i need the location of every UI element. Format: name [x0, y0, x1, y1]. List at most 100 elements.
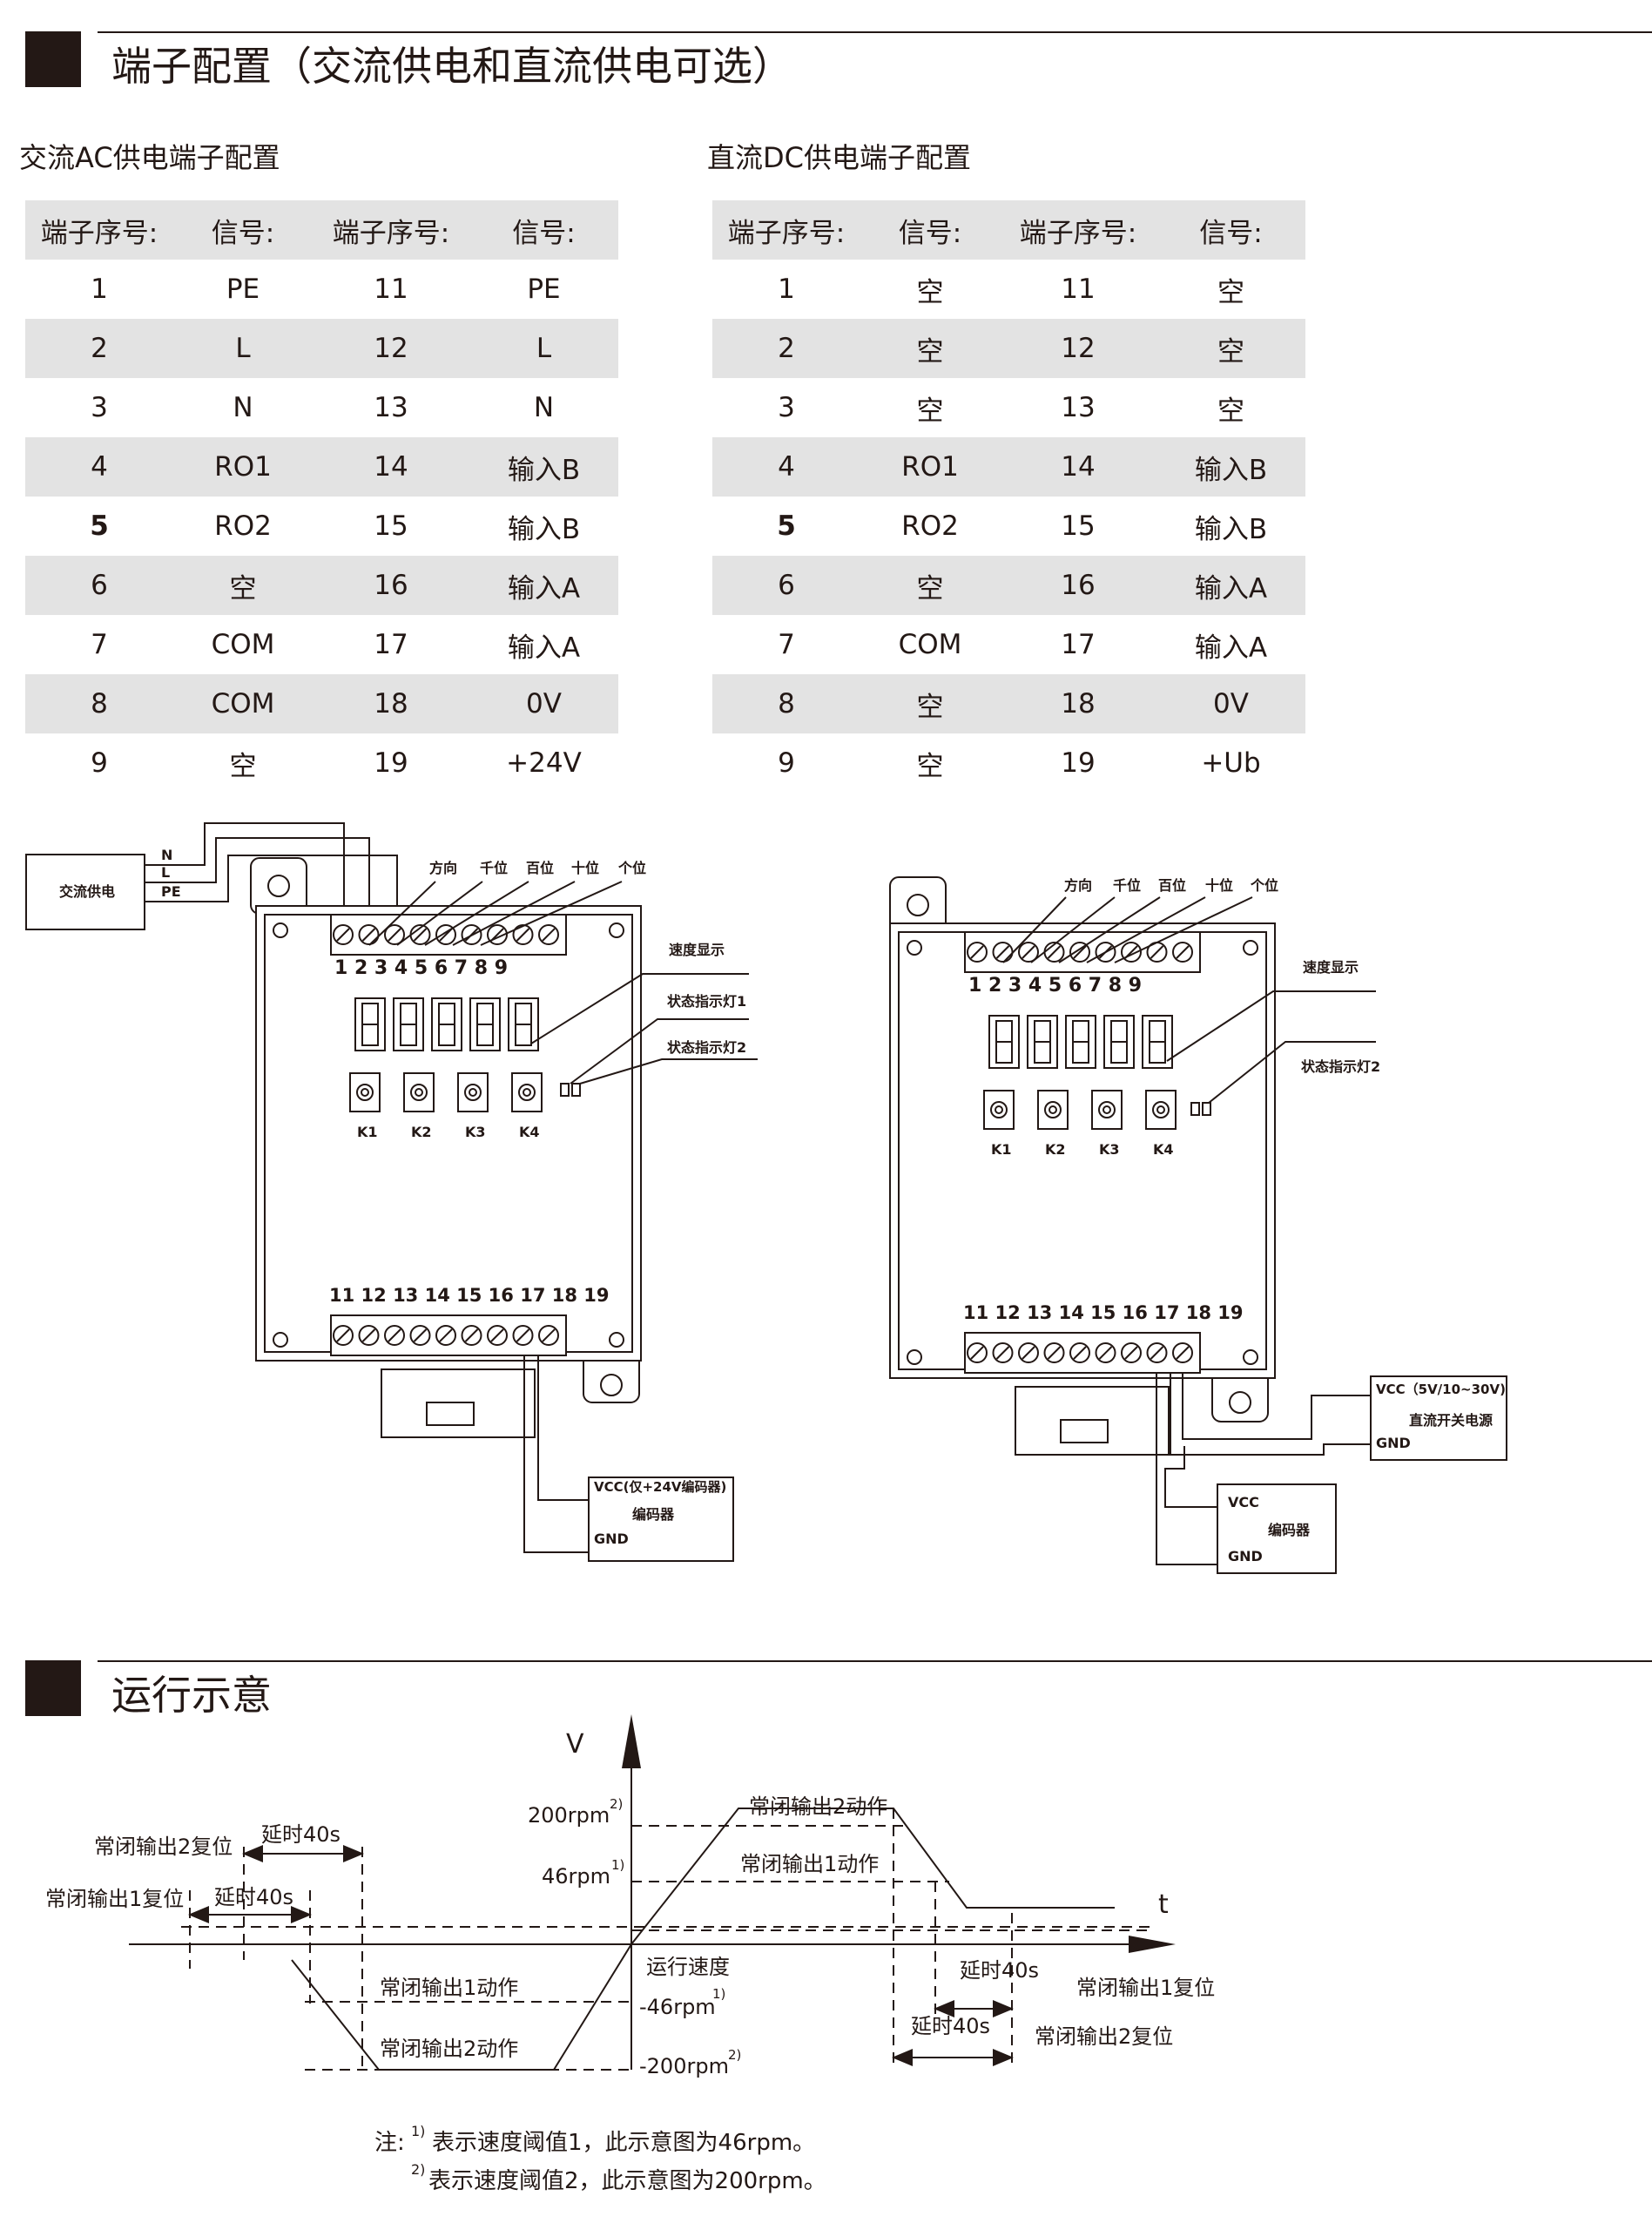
delay-label: 延时40s	[261, 1822, 341, 1847]
run-speed-label: 运行速度	[646, 1955, 730, 1979]
table-header-cell: 信号:	[173, 200, 313, 260]
table-cell: 0V	[1156, 674, 1305, 733]
push-key	[349, 1072, 381, 1112]
table-cell: 7	[778, 629, 795, 660]
section-rule	[98, 31, 1652, 33]
table-cell: RO2	[901, 510, 959, 542]
dc-encoder-name: 编码器	[1268, 1522, 1311, 1538]
seven-segment-digit	[1065, 1015, 1096, 1069]
ac-speed-display-label: 速度显示	[669, 942, 725, 958]
push-key	[511, 1072, 543, 1112]
ac-led2-label: 状态指示灯2	[667, 1039, 746, 1056]
table-header-cell: 信号:	[469, 200, 618, 260]
table-cell: 空	[1217, 276, 1244, 308]
table-cell: 输入B	[469, 437, 618, 497]
table-cell: 2	[712, 319, 860, 378]
table-cell: 17	[1061, 629, 1096, 660]
table-cell: 9	[778, 747, 795, 779]
ac-supply-box	[25, 854, 145, 930]
seven-segment-digit	[1027, 1015, 1058, 1069]
axis-t-label: t	[1158, 1889, 1169, 1920]
table-cell: 2	[25, 319, 173, 378]
table-header-cell: 端子序号:	[712, 200, 860, 260]
dc-key-label: K4	[1153, 1141, 1174, 1158]
ac-diagram-labels: 交流供电 N L PE 方向 千位 百位 十位 个位 1 2 3 4 5 6 7…	[59, 847, 746, 1547]
dc-psu-gnd: GND	[1376, 1435, 1411, 1451]
ac-wire-label: PE	[161, 883, 181, 900]
table-cell: 4	[712, 437, 860, 497]
table-cell: 5	[90, 510, 109, 542]
table-cell: 空	[1217, 395, 1244, 427]
table-header-cell: 端子序号:	[25, 200, 173, 260]
ac-encoder-name: 编码器	[632, 1506, 675, 1523]
table-cell: 输入B	[507, 513, 581, 545]
table-cell: 空	[860, 319, 1000, 378]
table-cell: 空	[916, 276, 944, 308]
table-cell: 6	[25, 556, 173, 615]
dc-key-label: K2	[1045, 1141, 1066, 1158]
table-cell: 11	[374, 274, 408, 305]
table-cell: 1	[91, 274, 108, 305]
level-200: 200rpm	[528, 1803, 610, 1828]
table-header-row: 端子序号:信号:端子序号:信号:	[712, 200, 1305, 260]
nc2-action-left: 常闭输出2动作	[380, 2037, 518, 2061]
level-m46: -46rpm	[639, 1995, 716, 2019]
push-key	[1037, 1090, 1069, 1130]
table-cell: 空	[173, 556, 313, 615]
section-title-terminal-config: 端子配置（交流供电和直流供电可选）	[111, 43, 792, 90]
table-header-cell: 端子序号:	[313, 200, 469, 260]
dc-speed-display-label: 速度显示	[1303, 959, 1359, 976]
table-header-cell: 信号:	[860, 200, 1000, 260]
table-cell: 空	[916, 750, 944, 782]
dc-wiring-diagram	[889, 876, 1507, 1574]
dc-led2-label: 状态指示灯2	[1301, 1058, 1380, 1075]
delay-label: 延时40s	[960, 1958, 1039, 1983]
table-cell: 14	[313, 437, 469, 497]
dc-key-label: K1	[991, 1141, 1012, 1158]
nc2-reset-left: 常闭输出2复位	[94, 1835, 233, 1859]
dc-digit-label: 千位	[1113, 877, 1141, 894]
table-cell: 6	[712, 556, 860, 615]
nc1-reset-right: 常闭输出1复位	[1076, 1976, 1215, 2000]
ac-key-label: K1	[357, 1124, 378, 1140]
table-cell: COM	[898, 629, 962, 660]
table-cell: 空	[860, 674, 1000, 733]
table-cell: L	[469, 319, 618, 378]
ac-wire-label: N	[161, 847, 172, 863]
table-header-cell: 端子序号:	[1000, 200, 1156, 260]
table-cell: N	[233, 392, 253, 423]
level-m200-sup: 2)	[728, 2047, 741, 2063]
section-marker	[25, 31, 81, 87]
ac-encoder-vcc: VCC(仅+24V编码器)	[594, 1479, 726, 1495]
table-cell: RO1	[173, 437, 313, 497]
table-cell: COM	[173, 674, 313, 733]
ac-top-terminal-numbers: 1 2 3 4 5 6 7 8 9	[334, 957, 508, 979]
timing-labels: V t 200rpm 2) 46rpm 1) 运行速度 -46rpm 1) -2…	[45, 1729, 1215, 2078]
dc-encoder-gnd: GND	[1228, 1548, 1263, 1564]
seven-segment-digit	[988, 1015, 1020, 1069]
timing-diagram	[129, 1714, 1176, 2073]
ac-digit-label: 百位	[526, 860, 554, 876]
table-cell: 0V	[469, 674, 618, 733]
push-key	[1091, 1090, 1123, 1130]
ac-encoder-gnd: GND	[594, 1531, 629, 1547]
table-cell: 18	[313, 674, 469, 733]
dc-digit-label: 个位	[1250, 877, 1278, 894]
ac-key-label: K3	[465, 1124, 486, 1140]
ac-digit-label: 方向	[429, 860, 457, 876]
table-cell: 12	[1000, 319, 1156, 378]
table-cell: 13	[374, 392, 408, 423]
dc-psu-vcc: VCC（5V/10~30V)	[1376, 1382, 1506, 1397]
table-cell: N	[533, 392, 555, 423]
